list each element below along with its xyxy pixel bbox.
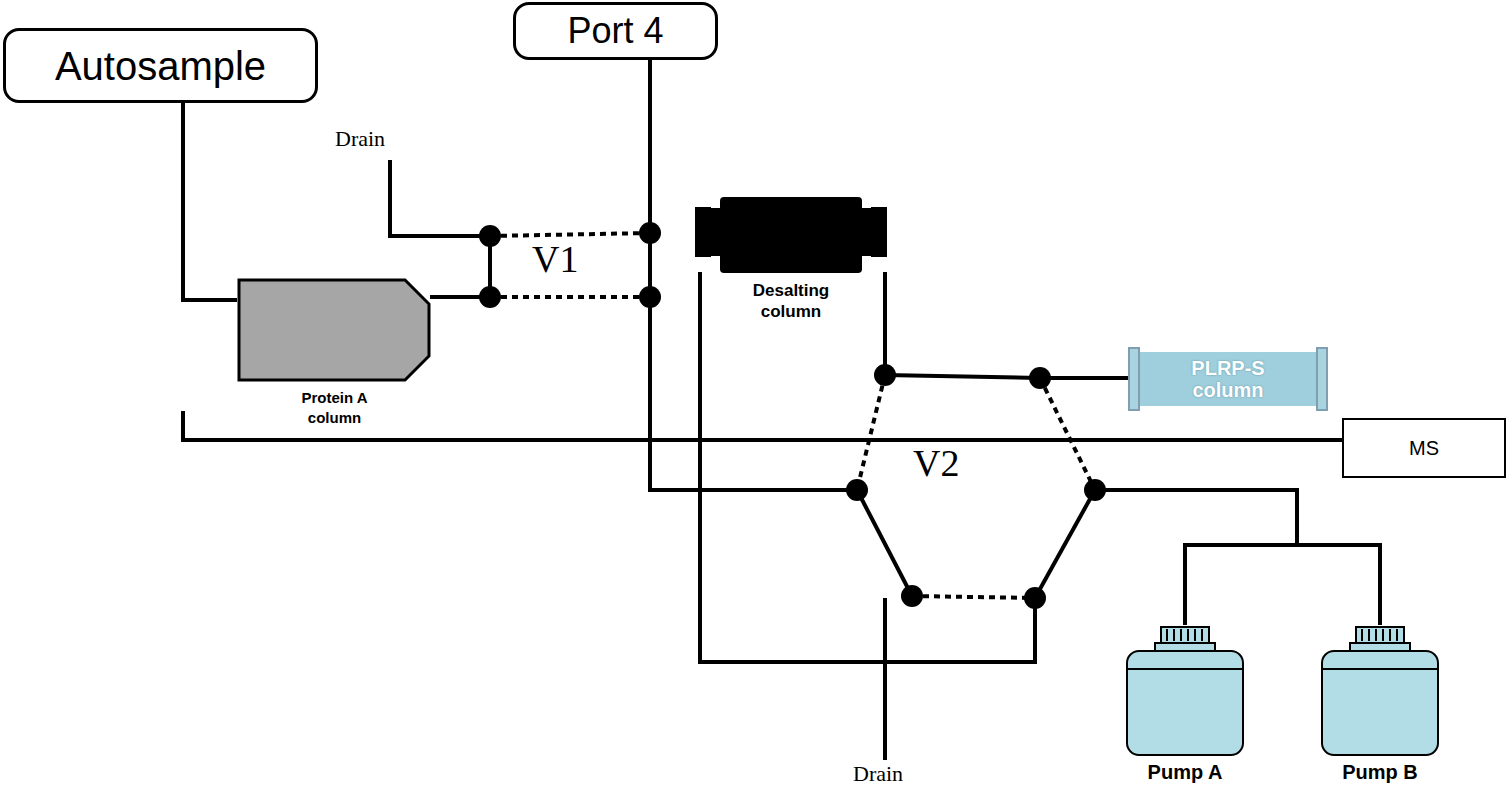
- valve-ports: [479, 222, 1106, 609]
- box-label: Autosample: [55, 44, 266, 88]
- pump-label: Pump A: [1148, 761, 1223, 783]
- column-label: PLRP-S column: [1168, 357, 1288, 401]
- pump-bottle: Pump B: [1320, 625, 1440, 783]
- column-shape: [694, 196, 888, 274]
- column-shape: [237, 278, 432, 382]
- column-label: Desalting column: [741, 280, 841, 323]
- tubing-line: [183, 103, 237, 300]
- valve-label: V1: [532, 240, 578, 278]
- pump-label: Pump B: [1342, 761, 1418, 783]
- box-label: Port 4: [567, 11, 663, 51]
- ms-label: MS: [1409, 437, 1439, 459]
- valve-dotted: [490, 233, 1095, 598]
- bottle-shape: [1320, 625, 1440, 757]
- wires: [390, 60, 1380, 760]
- column-label: Protein A column: [280, 388, 390, 429]
- drain-label: Drain: [335, 128, 385, 150]
- desalting-column: Desalting column: [694, 196, 888, 323]
- drain-label: Drain: [853, 763, 903, 785]
- protein-a-column: Protein A column: [237, 278, 432, 429]
- bottle-shape: [1125, 625, 1245, 757]
- port-box: Port 4: [513, 2, 718, 60]
- sampler-box: Autosample: [3, 28, 318, 103]
- ms-box: MS: [1342, 418, 1506, 478]
- plrp-column: PLRP-S column: [1128, 347, 1328, 411]
- pump-bottle: Pump A: [1125, 625, 1245, 783]
- valve-label: V2: [913, 444, 959, 482]
